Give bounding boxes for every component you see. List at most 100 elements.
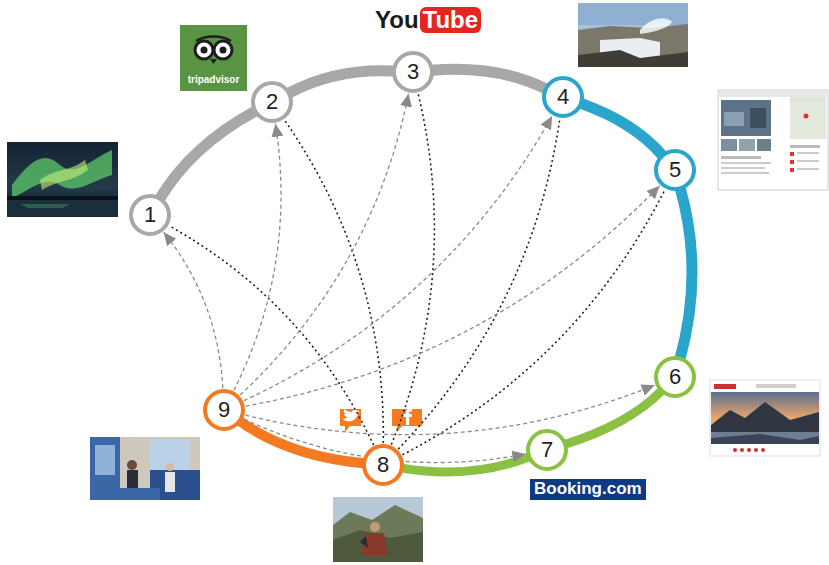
hiker-photo bbox=[333, 497, 423, 562]
twitter-icon-part bbox=[343, 409, 360, 422]
stage-number: 1 bbox=[144, 204, 156, 226]
influence-line bbox=[391, 93, 434, 444]
feedback-arrow bbox=[240, 94, 409, 395]
tour-website-screenshot-part bbox=[710, 380, 820, 456]
logo-text: Tube bbox=[420, 7, 482, 33]
tripadvisor-logo-part bbox=[180, 25, 247, 91]
logo-text: tripadvisor bbox=[188, 74, 240, 85]
stage-number: 3 bbox=[407, 61, 419, 83]
stage-circle: 3 bbox=[390, 49, 436, 95]
stage-circle: 9 bbox=[201, 387, 247, 433]
logo-text: Booking.com bbox=[530, 479, 646, 500]
journey-path bbox=[581, 103, 663, 155]
aurora-photo-part bbox=[7, 142, 118, 217]
circle-shape bbox=[253, 83, 291, 121]
fair-booth-photo-part bbox=[120, 488, 160, 500]
circle-shape bbox=[394, 53, 432, 91]
hiker-photo-part bbox=[370, 522, 380, 532]
tour-website-screenshot-part bbox=[711, 432, 819, 444]
feedback-arrow bbox=[164, 232, 223, 388]
stage-number: 4 bbox=[557, 86, 569, 108]
hotel-webpage-screenshot-part bbox=[790, 168, 794, 172]
hotel-webpage-screenshot-part bbox=[757, 139, 771, 151]
hotel-webpage-screenshot-part bbox=[750, 108, 766, 128]
hotel-webpage-screenshot-part bbox=[721, 100, 771, 136]
hotel-webpage-screenshot-part bbox=[719, 91, 827, 97]
aurora-photo-part bbox=[40, 160, 88, 190]
stage-circle: 8 bbox=[360, 442, 406, 488]
journey-path bbox=[160, 111, 256, 199]
influence-line bbox=[398, 119, 560, 449]
hotel-webpage-screenshot-part bbox=[797, 152, 819, 154]
tour-website-screenshot-part bbox=[711, 434, 819, 444]
facebook-icon-part bbox=[404, 409, 413, 426]
aurora-photo-part bbox=[7, 196, 118, 200]
tripadvisor-logo-part bbox=[201, 47, 208, 54]
aurora-photo-part bbox=[20, 204, 70, 208]
hotel-webpage-screenshot-part bbox=[797, 160, 819, 162]
waterfall-photo-part bbox=[578, 3, 688, 67]
stage-number: 9 bbox=[218, 399, 230, 421]
twitter-icon-part bbox=[340, 409, 361, 432]
journey-path bbox=[402, 457, 530, 472]
hotel-webpage-screenshot-part bbox=[739, 139, 755, 151]
facebook-icon bbox=[392, 409, 422, 433]
stage-number: 2 bbox=[266, 91, 278, 113]
aurora-photo-part bbox=[7, 200, 118, 217]
hotel-webpage-screenshot-part bbox=[721, 167, 765, 169]
stage-number: 5 bbox=[669, 159, 681, 181]
fair-booth-photo-part bbox=[166, 463, 174, 471]
tour-website-screenshot-part bbox=[711, 402, 819, 432]
tour-website-screenshot-part bbox=[733, 448, 737, 452]
hotel-webpage-screenshot-part bbox=[721, 156, 761, 159]
stage-circle: 4 bbox=[540, 74, 586, 120]
fair-booth-photo bbox=[90, 437, 200, 500]
facebook-icon-part bbox=[392, 409, 422, 432]
twitter-icon bbox=[340, 409, 361, 432]
circle-shape bbox=[528, 431, 566, 469]
stage-number: 6 bbox=[669, 366, 681, 388]
stage-circle: 5 bbox=[652, 147, 698, 193]
circle-shape bbox=[364, 446, 402, 484]
stage-number: 8 bbox=[377, 454, 389, 476]
journey-path bbox=[680, 188, 692, 358]
tripadvisor-logo-part bbox=[195, 41, 213, 59]
fair-booth-photo-part bbox=[90, 437, 200, 500]
circle-shape bbox=[205, 391, 243, 429]
fair-booth-photo-part bbox=[90, 437, 120, 500]
fair-booth-photo-part bbox=[165, 472, 175, 492]
stage-circle: 2 bbox=[249, 79, 295, 125]
circle-shape bbox=[544, 78, 582, 116]
feedback-arrow bbox=[246, 186, 660, 406]
hiker-photo-part bbox=[333, 530, 423, 562]
tour-website-screenshot-part bbox=[754, 448, 758, 452]
hotel-webpage-screenshot-part bbox=[724, 112, 744, 126]
logo-text: You bbox=[375, 7, 419, 33]
circle-shape bbox=[131, 196, 169, 234]
tour-website-screenshot-part bbox=[747, 448, 751, 452]
tour-website-screenshot-part bbox=[711, 392, 819, 444]
tour-website-screenshot-part bbox=[761, 448, 765, 452]
tripadvisor-logo bbox=[180, 25, 247, 91]
influence-line bbox=[169, 226, 373, 445]
stage-circle: 6 bbox=[652, 354, 698, 400]
aurora-photo-part bbox=[12, 150, 112, 198]
hiker-photo-part bbox=[333, 497, 423, 562]
fair-booth-photo-part bbox=[95, 445, 115, 475]
fair-booth-photo-part bbox=[127, 460, 137, 470]
hotel-webpage-screenshot-part bbox=[721, 162, 771, 164]
waterfall-photo-part bbox=[640, 18, 672, 34]
stage-circle: 1 bbox=[127, 192, 173, 238]
tour-website-screenshot-part bbox=[740, 448, 744, 452]
aurora-photo bbox=[7, 142, 118, 217]
hiker-photo-part bbox=[360, 536, 368, 548]
tour-website-screenshot-part bbox=[714, 384, 736, 389]
hotel-webpage-screenshot-part bbox=[790, 160, 794, 164]
hotel-webpage-screenshot-part bbox=[790, 152, 794, 156]
journey-path bbox=[565, 391, 662, 445]
hotel-webpage-screenshot-part bbox=[790, 145, 820, 148]
hotel-webpage-screenshot-part bbox=[721, 139, 737, 151]
journey-path bbox=[240, 421, 365, 463]
hotel-webpage-screenshot-part bbox=[718, 90, 828, 190]
